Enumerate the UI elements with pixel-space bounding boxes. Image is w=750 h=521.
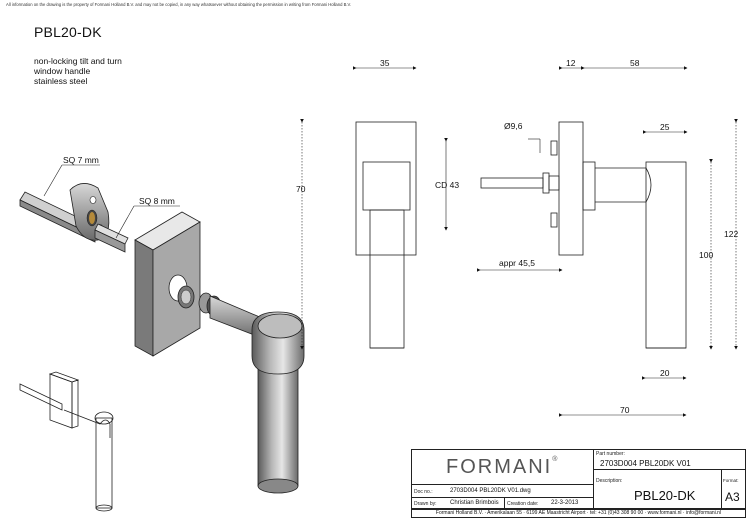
creation-date-cell: Creation date: 22-3-2013: [505, 498, 594, 510]
copyright-notice: All information on the drawing is the pr…: [6, 2, 352, 7]
dim-grip-width: 25: [660, 122, 670, 132]
dim-spindle-dia: Ø9,6: [504, 121, 523, 131]
doc-no-cell: Doc no.: 2703D004 PBL20DK V01.dwg: [412, 485, 594, 498]
callout-sq7: SQ 7 mm: [63, 155, 99, 165]
dim-bottom-width: 20: [660, 368, 670, 378]
assembled-line-view: [19, 371, 114, 512]
dim-cd: CD 43: [435, 180, 460, 190]
drawn-by-label: Drawn by:: [414, 501, 437, 507]
doc-no-label: Doc no.:: [414, 489, 433, 495]
description-line: non-locking tilt and turn: [34, 56, 122, 66]
dim-handle-depth: 58: [630, 58, 640, 68]
description-line: window handle: [34, 66, 91, 76]
dim-overall-height: 122: [724, 229, 739, 239]
format-label: Format:: [723, 478, 739, 483]
dim-appr: appr 45,5: [499, 258, 535, 268]
callout-sq8: SQ 8 mm: [139, 196, 175, 206]
brand-name: FORMANI: [446, 456, 553, 478]
company-footer: Formani Holland B.V. · Amerikalaan 55 · …: [412, 508, 745, 517]
side-view: [480, 121, 687, 349]
dim-lever-height: 100: [699, 250, 714, 260]
description-value: PBL20-DK: [634, 488, 696, 503]
title-block: FORMANI® Part number: 2703D004 PBL20DK V…: [411, 449, 746, 518]
doc-no-value: 2703D004 PBL20DK V01.dwg: [450, 488, 531, 494]
part-number-value: 2703D004 PBL20DK V01: [600, 459, 691, 468]
creation-date-label: Creation date:: [507, 501, 539, 507]
dim-front-height: 70: [296, 184, 306, 194]
creation-date-value: 22-3-2013: [551, 500, 579, 506]
description-cell: Description: PBL20-DK: [594, 470, 722, 510]
dim-rose-depth: 12: [566, 58, 576, 68]
brand-logo: FORMANI®: [446, 456, 559, 479]
part-number-cell: Part number: 2703D004 PBL20DK V01: [594, 450, 746, 470]
exploded-3d-view: [19, 164, 305, 494]
format-value: A3: [725, 490, 740, 504]
front-view: [355, 121, 417, 349]
dim-lever-length: 70: [620, 405, 630, 415]
drawn-by-cell: Drawn by: Christian Brimbois: [412, 498, 505, 510]
drawn-by-value: Christian Brimbois: [450, 500, 499, 506]
description-label: Description:: [596, 478, 623, 484]
description-line: stainless steel: [34, 76, 88, 86]
product-title: PBL20-DK: [34, 24, 102, 40]
format-cell: Format: A3: [722, 470, 746, 510]
brand-mark: ®: [552, 456, 560, 463]
brand-cell: FORMANI®: [412, 450, 594, 485]
dim-front-width: 35: [380, 58, 390, 68]
product-description: non-locking tilt and turn window handle …: [34, 56, 122, 86]
part-number-label: Part number:: [596, 451, 625, 457]
